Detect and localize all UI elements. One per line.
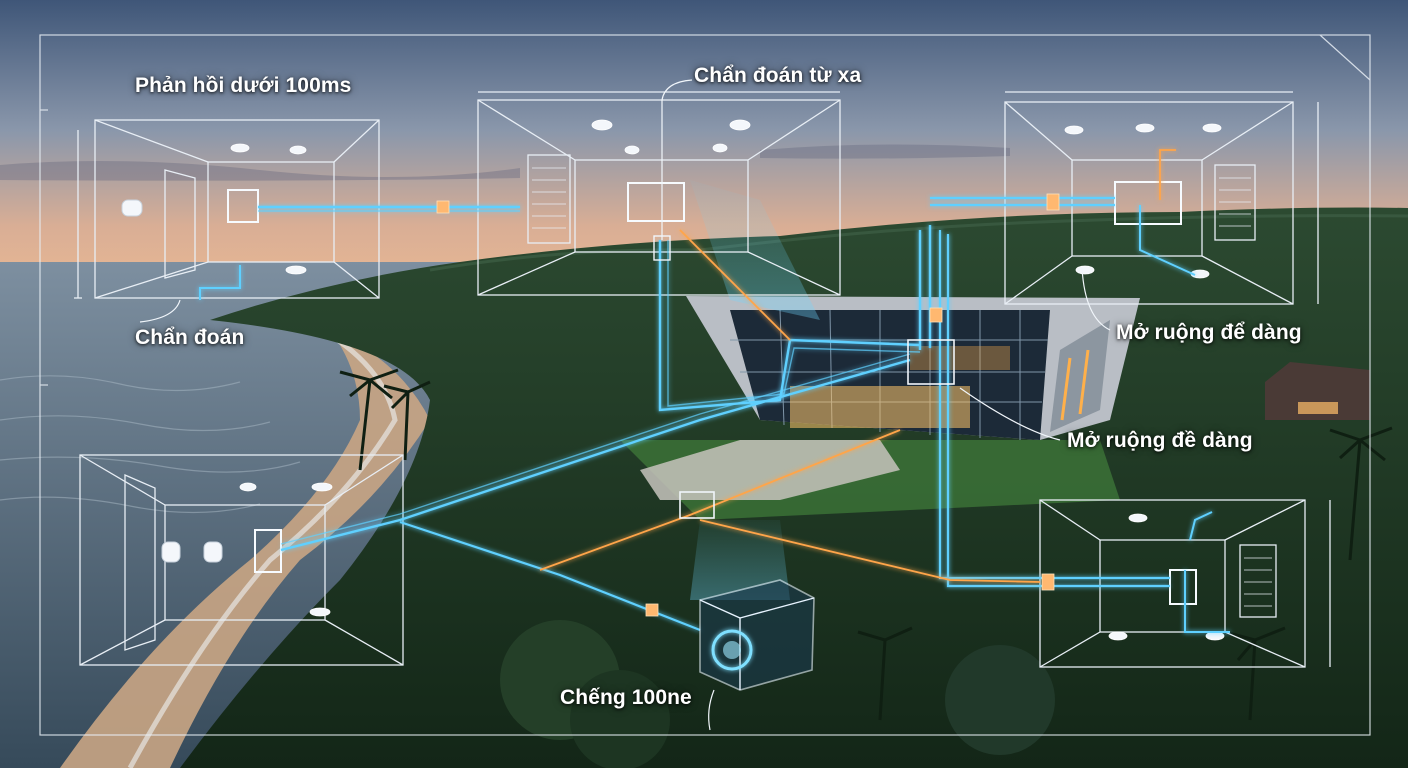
label-easy-expansion-top: Mở ruộng để dàng bbox=[1116, 321, 1302, 345]
label-response-time: Phản hồi dưới 100ms bbox=[135, 74, 351, 98]
label-easy-expansion-middle: Mở ruộng đề dàng bbox=[1067, 429, 1253, 453]
tree-canopy bbox=[570, 670, 670, 768]
label-diagnosis: Chẩn đoán bbox=[135, 326, 244, 350]
label-remote-diagnosis: Chẩn đoán từ xa bbox=[694, 64, 861, 88]
label-protection: Chếng 100ne bbox=[560, 686, 692, 710]
tree-canopy bbox=[945, 645, 1055, 755]
rooftop-camera-icon bbox=[700, 580, 814, 690]
neighbor-window bbox=[1298, 402, 1338, 414]
